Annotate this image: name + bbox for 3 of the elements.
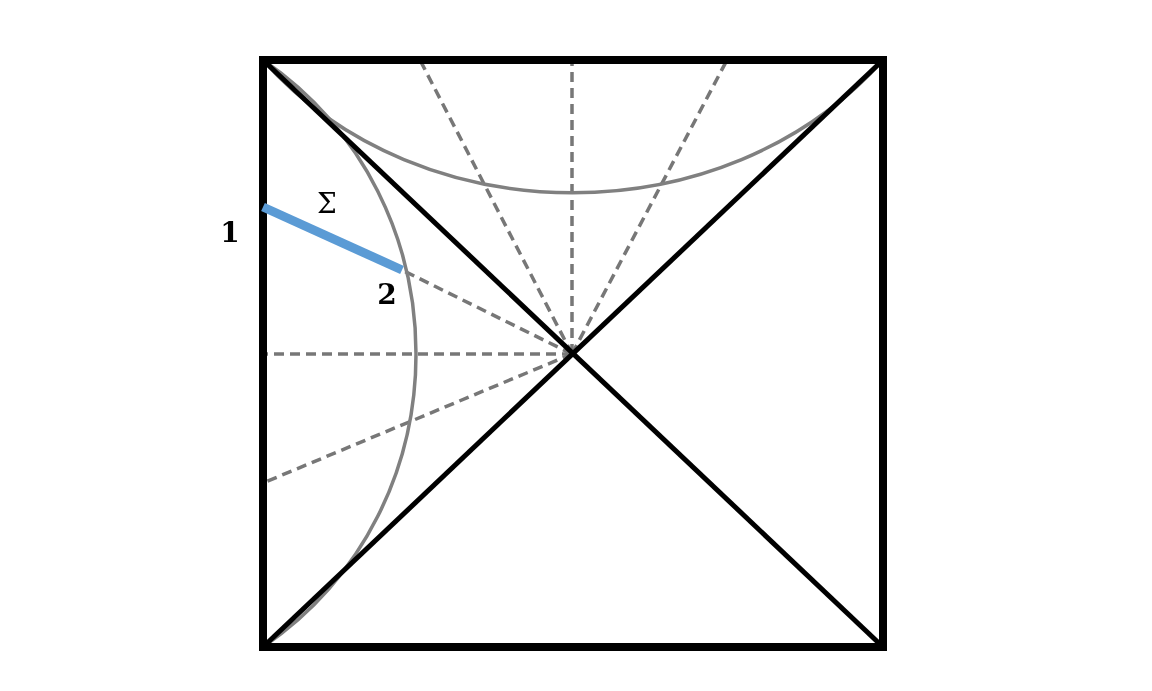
- endpoint-label: 2: [377, 281, 397, 309]
- endpoint-label: 1: [220, 219, 240, 247]
- surface-label: Σ: [317, 190, 337, 218]
